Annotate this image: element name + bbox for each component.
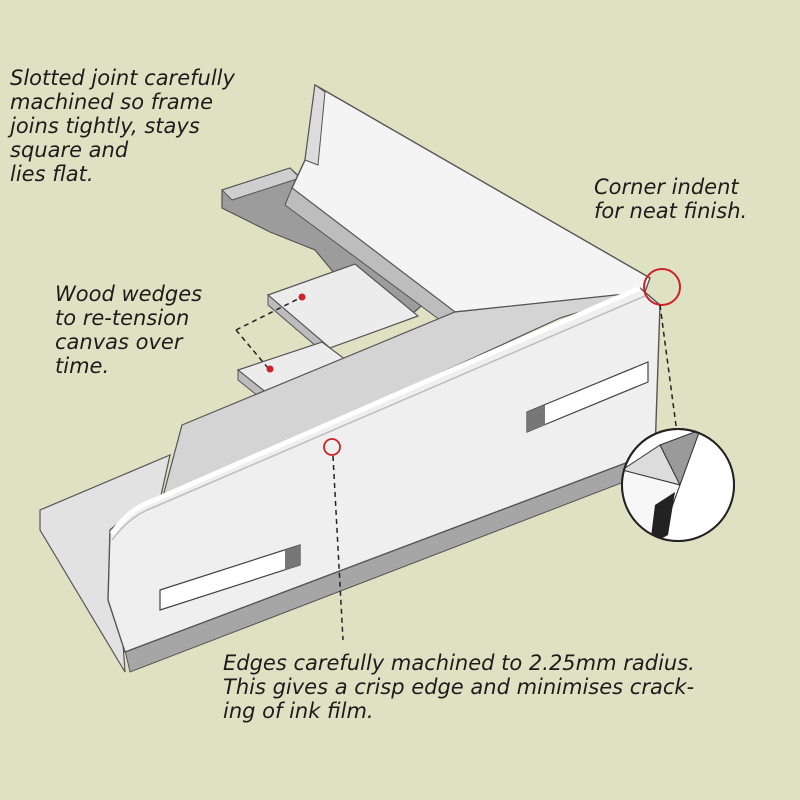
corner-leader xyxy=(659,304,678,434)
edge-leader xyxy=(332,455,344,641)
edge-marker-circle xyxy=(323,438,341,456)
corner-indent-label: Corner indent for neat finish. xyxy=(594,175,748,223)
wood-wedges-label: Wood wedges to re-tension canvas over ti… xyxy=(55,282,203,378)
corner-detail-inset xyxy=(621,428,735,542)
front-rail-slot-right-inner xyxy=(527,405,545,432)
wedge-marker-upper xyxy=(298,293,306,301)
corner-marker-circle xyxy=(643,268,681,306)
back-rail-lip xyxy=(304,84,326,166)
front-rail-slot-left-inner xyxy=(285,545,300,570)
edges-label: Edges carefully machined to 2.25mm radiu… xyxy=(223,651,695,723)
wedge-leader-upper xyxy=(235,297,301,331)
rounded-edge-shade xyxy=(111,295,646,541)
rounded-edge-highlight xyxy=(109,285,642,536)
wedge-marker-lower xyxy=(266,365,274,373)
slotted-joint-label: Slotted joint carefully machined so fram… xyxy=(10,66,235,186)
